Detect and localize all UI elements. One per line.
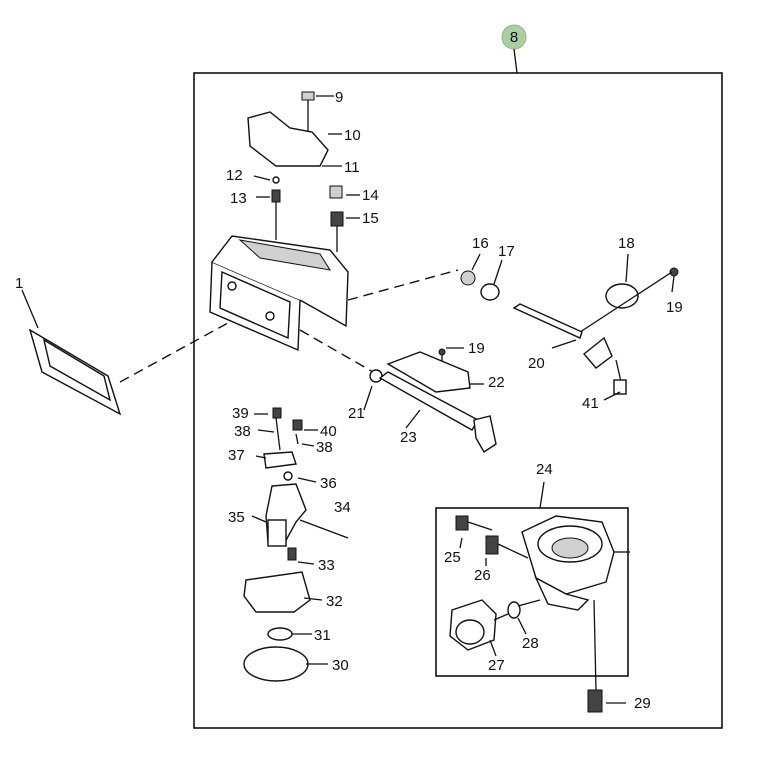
fuel-solenoid-parts bbox=[449, 515, 630, 713]
callout-29: 29 bbox=[634, 695, 651, 712]
callout-19a: 19 bbox=[666, 299, 683, 316]
callout-10: 10 bbox=[344, 127, 361, 144]
choke-shaft-parts bbox=[512, 253, 679, 401]
callout-18: 18 bbox=[618, 235, 635, 252]
callout-37: 37 bbox=[228, 447, 245, 464]
carburetor-body bbox=[209, 235, 459, 377]
callout-23: 23 bbox=[400, 429, 417, 446]
callout-28: 28 bbox=[522, 635, 539, 652]
assembly-frame bbox=[193, 72, 723, 729]
callout-labels: 1 9 10 11 12 13 14 15 16 17 18 19 19 20 … bbox=[15, 89, 683, 712]
throttle-shaft-parts bbox=[363, 347, 497, 453]
callout-16: 16 bbox=[472, 235, 489, 252]
callout-40: 40 bbox=[320, 423, 337, 440]
callout-33: 33 bbox=[318, 557, 335, 574]
callout-31: 31 bbox=[314, 627, 331, 644]
group-badge-label: 8 bbox=[510, 29, 518, 46]
callout-26: 26 bbox=[474, 567, 491, 584]
callout-32: 32 bbox=[326, 593, 343, 610]
callout-24: 24 bbox=[536, 461, 553, 478]
callout-14: 14 bbox=[362, 187, 379, 204]
callout-9: 9 bbox=[335, 89, 343, 106]
nut-parts bbox=[460, 253, 503, 301]
callout-13: 13 bbox=[230, 190, 247, 207]
callout-12: 12 bbox=[226, 167, 243, 184]
callout-25: 25 bbox=[444, 549, 461, 566]
callout-41: 41 bbox=[582, 395, 599, 412]
callout-20: 20 bbox=[528, 355, 545, 372]
callout-27: 27 bbox=[488, 657, 505, 674]
gasket-part bbox=[21, 289, 249, 416]
inset-box bbox=[435, 507, 629, 677]
float-bowl-parts bbox=[243, 407, 349, 682]
callout-21: 21 bbox=[348, 405, 365, 422]
callout-34: 34 bbox=[334, 499, 351, 516]
small-hardware-parts bbox=[253, 175, 360, 252]
group-badge: 8 bbox=[501, 24, 527, 74]
callout-38a: 38 bbox=[234, 423, 251, 440]
callout-15: 15 bbox=[362, 210, 379, 227]
callout-38b: 38 bbox=[316, 439, 333, 456]
callout-36: 36 bbox=[320, 475, 337, 492]
callout-35: 35 bbox=[228, 509, 245, 526]
callout-17: 17 bbox=[498, 243, 515, 260]
callout-39: 39 bbox=[232, 405, 249, 422]
top-plate-parts bbox=[247, 91, 342, 167]
callout-22: 22 bbox=[488, 374, 505, 391]
callout-30: 30 bbox=[332, 657, 349, 674]
callout-1: 1 bbox=[15, 275, 23, 292]
callout-19b: 19 bbox=[468, 340, 485, 357]
callout-11: 11 bbox=[344, 159, 360, 176]
